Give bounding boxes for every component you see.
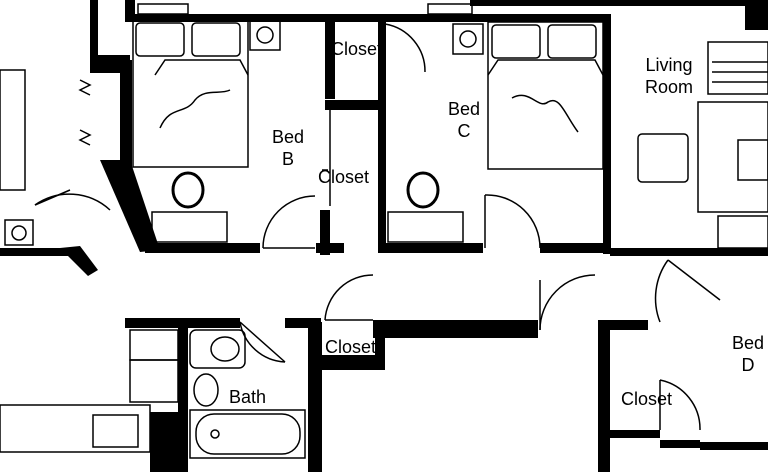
- bed-c-line1: Bed: [447, 99, 481, 119]
- room-label-bed-c: Bed C: [442, 98, 486, 142]
- room-label-closet-mid: Closet: [318, 167, 370, 187]
- furniture: [0, 3, 768, 459]
- living-room-line2: Room: [644, 77, 693, 97]
- doors: [34, 23, 721, 431]
- bed-b-line1: Bed: [271, 127, 305, 147]
- room-label-bath: Bath: [229, 387, 267, 407]
- room-label-bed-d: Bed D: [726, 332, 768, 376]
- bed-b-line2: B: [281, 149, 294, 169]
- room-label-closet-top: Closet: [331, 39, 383, 59]
- bed-d-line2: D: [741, 355, 755, 375]
- room-label-closet-d: Closet: [621, 389, 673, 409]
- room-label-bed-b: Bed B: [266, 126, 310, 170]
- room-label-living-room: Living Room: [636, 54, 702, 98]
- bed-c-line2: C: [457, 121, 471, 141]
- living-room-line1: Living: [645, 55, 693, 75]
- room-label-closet-hall: Closet: [325, 337, 377, 357]
- bed-d-line1: Bed: [731, 333, 765, 353]
